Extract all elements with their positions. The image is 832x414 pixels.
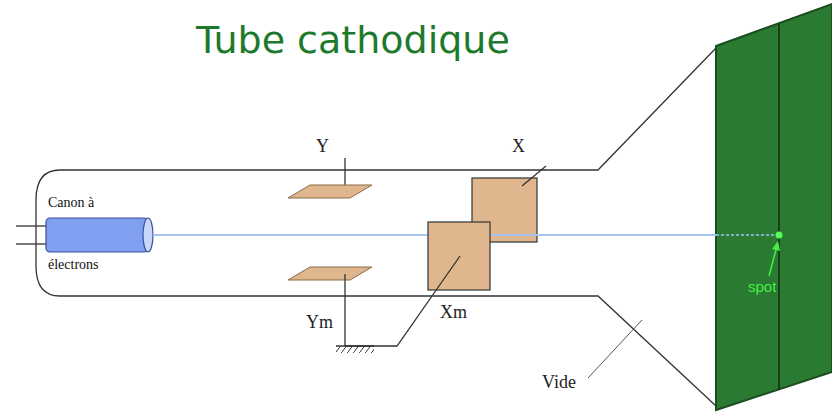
plate-wire [344,274,345,346]
electron-gun [46,218,148,252]
plate-label: Ym [306,312,333,333]
plate-label: Y [316,136,329,157]
electron-gun-label: Canon à électrons [48,172,148,296]
deflection-plate [428,222,490,290]
plate-wire [345,256,460,346]
node-text: Canon à électrons [48,172,148,296]
spot-label: spot [748,278,776,295]
title: Tube cathodique [196,18,510,62]
tube-wall [60,296,716,406]
gun-pin [16,225,48,226]
screen-line [778,24,780,390]
electron-beam [716,234,777,236]
plate-label: Xm [440,302,467,323]
deflection-plate [288,185,372,198]
electron-gun-end [143,218,153,252]
screen [716,4,832,410]
plate-wire [522,166,546,186]
leader-line [588,320,642,378]
spot-dot [776,232,783,239]
ground-hatch [336,347,374,353]
spot-arrow [769,246,777,276]
deflection-plate [288,267,372,280]
gun-pin [16,243,48,244]
ground-symbol [336,345,374,347]
spot-arrow-head [772,241,780,251]
plate-label: X [512,136,525,157]
vacuum-label: Vide [542,372,576,393]
tube-wall [60,48,716,170]
